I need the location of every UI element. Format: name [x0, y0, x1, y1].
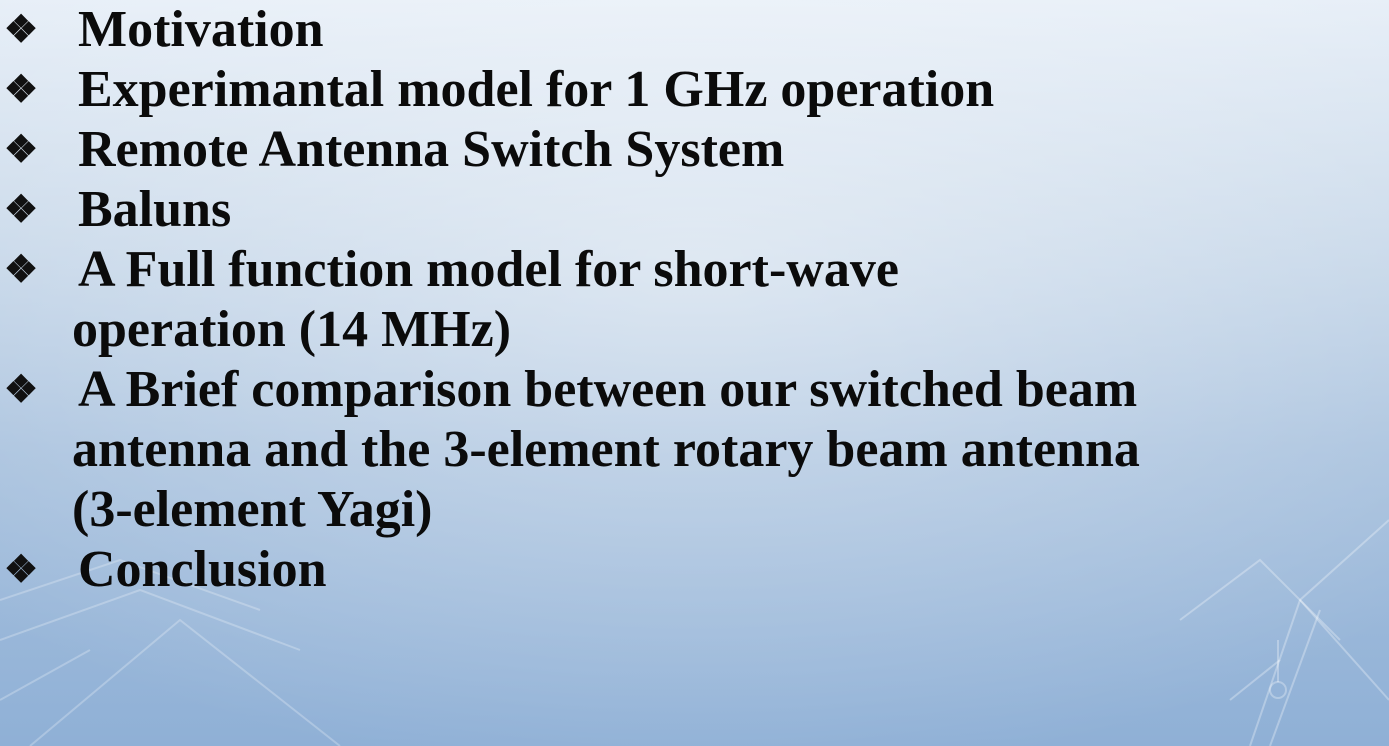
- agenda-item-text: A Brief comparison between our switched …: [78, 361, 1138, 418]
- bullet-diamond-icon: ❖: [4, 249, 39, 291]
- agenda-item: ❖ Remote Antenna Switch System: [0, 120, 1389, 180]
- bullet-diamond-icon: ❖: [4, 549, 39, 591]
- agenda-item-text: operation (14 MHz): [72, 301, 512, 358]
- agenda-item-text: Conclusion: [78, 541, 327, 598]
- bullet-diamond-icon: ❖: [4, 9, 39, 51]
- bullet-diamond-icon: ❖: [4, 189, 39, 231]
- bullet-diamond-icon: ❖: [4, 69, 39, 111]
- agenda-item-text: (3-element Yagi): [72, 481, 433, 538]
- agenda-item: ❖ Motivation: [0, 0, 1389, 60]
- agenda-item-text: Experimantal model for 1 GHz operation: [78, 61, 995, 118]
- agenda-item: ❖ Baluns: [0, 180, 1389, 240]
- agenda-item-text: A Full function model for short-wave: [78, 241, 899, 298]
- agenda-item-text: Motivation: [78, 1, 324, 58]
- agenda-item: ❖ Conclusion: [0, 540, 1389, 600]
- agenda-item: ❖ A Brief comparison between our switched…: [0, 360, 1389, 540]
- agenda-item-text: antenna and the 3-element rotary beam an…: [72, 421, 1140, 478]
- bullet-diamond-icon: ❖: [4, 129, 39, 171]
- agenda-list: ❖ Motivation ❖ Experimantal model for 1 GHz…: [0, 0, 1389, 600]
- bullet-diamond-icon: ❖: [4, 369, 39, 411]
- agenda-item-text: Baluns: [78, 181, 232, 238]
- agenda-item: ❖ Experimantal model for 1 GHz operation: [0, 60, 1389, 120]
- agenda-item-text: Remote Antenna Switch System: [78, 121, 785, 178]
